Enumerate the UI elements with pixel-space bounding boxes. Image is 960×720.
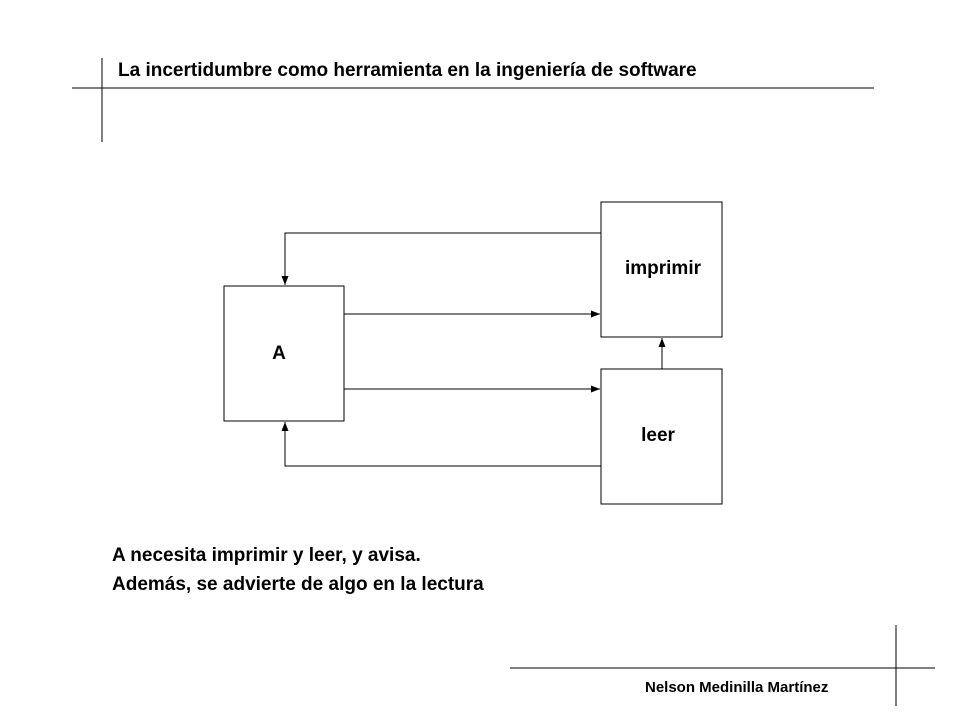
slide-caption: A necesita imprimir y leer, y avisa. Ade… xyxy=(112,541,484,599)
caption-line-1: A necesita imprimir y leer, y avisa. xyxy=(112,545,421,566)
edge-imprimir-to-a xyxy=(281,232,601,285)
node-a-label: A xyxy=(272,343,286,364)
node-leer: leer xyxy=(600,368,723,505)
slide-footer-author: Nelson Medinilla Martínez xyxy=(645,679,829,696)
edge-leer-to-a xyxy=(281,422,601,467)
node-a: A xyxy=(223,285,345,422)
node-imprimir: imprimir xyxy=(600,201,723,338)
caption-line-2: Además, se advierte de algo en la lectur… xyxy=(112,574,484,595)
slide-title: La incertidumbre como herramienta en la … xyxy=(118,60,697,81)
node-leer-label: leer xyxy=(641,425,675,446)
node-imprimir-label: imprimir xyxy=(625,258,702,279)
